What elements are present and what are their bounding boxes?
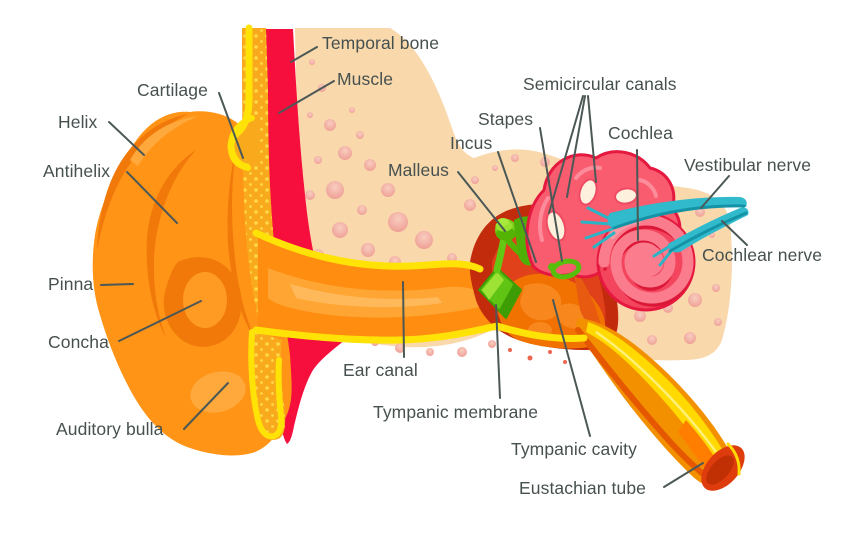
antihelix-fold — [146, 150, 196, 338]
nerves-shape — [580, 196, 749, 267]
stapes-shape — [548, 258, 582, 280]
cartilage-shape — [227, 24, 290, 440]
cochlea-shape — [596, 212, 696, 312]
pinna-shape — [92, 111, 292, 456]
canal-cartilage-borders — [252, 229, 588, 344]
leader-lines — [100, 46, 748, 488]
auditory-bulla-highlight — [190, 371, 246, 413]
vestibular-nerve-shape — [607, 196, 747, 229]
eustachian-tube-shape — [575, 318, 745, 491]
helix-fold — [97, 114, 188, 250]
